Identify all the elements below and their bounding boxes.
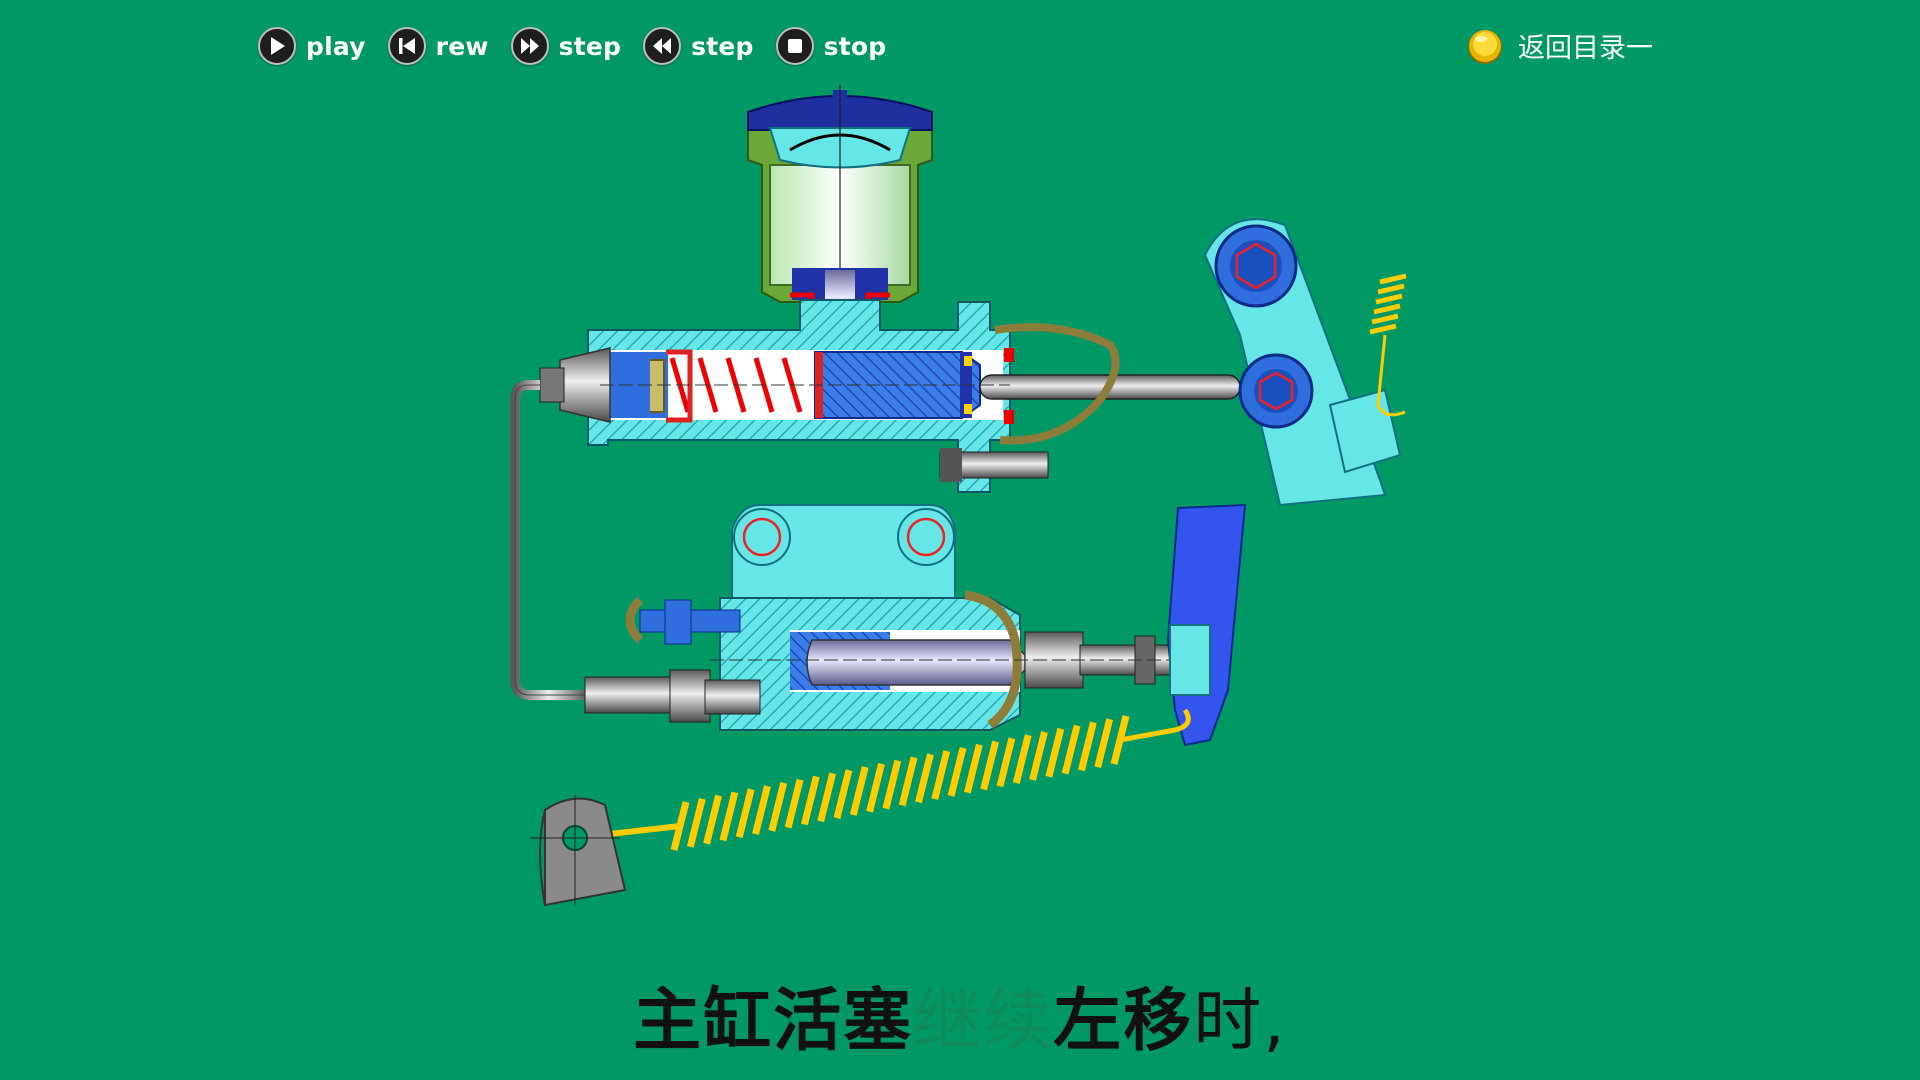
spring-coil bbox=[980, 740, 1000, 791]
spring-anchor bbox=[530, 795, 627, 907]
step-back-button[interactable]: step bbox=[643, 27, 753, 65]
spring-coil bbox=[752, 785, 771, 835]
step-forward-label: step bbox=[558, 31, 622, 61]
master-cylinder bbox=[539, 299, 1241, 493]
spring-coil bbox=[686, 797, 706, 848]
spring-coil bbox=[1012, 734, 1032, 784]
spring-coil bbox=[1061, 724, 1081, 775]
spring-coil bbox=[947, 747, 967, 797]
play-label: play bbox=[306, 31, 366, 61]
stop-label: stop bbox=[823, 31, 887, 61]
spring-coil bbox=[1094, 718, 1114, 769]
spring-coil bbox=[898, 756, 918, 807]
spring-coil bbox=[719, 791, 739, 842]
release-fork bbox=[1166, 503, 1247, 747]
spring-coil bbox=[1078, 721, 1097, 772]
narration-caption: 主缸活塞继续左移时, bbox=[0, 965, 1920, 1064]
spring-coil bbox=[882, 759, 902, 810]
spring-coil bbox=[768, 782, 788, 832]
caption-part-1: 主缸活塞 bbox=[633, 982, 914, 1061]
spring-coil bbox=[915, 753, 934, 804]
gold-button-icon bbox=[1468, 29, 1502, 64]
spring-coil bbox=[784, 778, 804, 829]
back-to-index-link[interactable]: 返回目录一 bbox=[1466, 26, 1653, 65]
spring-coil bbox=[703, 794, 722, 845]
spring-coil bbox=[1045, 727, 1065, 778]
playback-toolbar: play rew step step stop bbox=[258, 22, 886, 70]
slave-cylinder bbox=[584, 504, 1190, 731]
spring-coil bbox=[996, 737, 1016, 788]
return-spring bbox=[574, 708, 1191, 851]
play-icon bbox=[258, 27, 296, 65]
step-forward-button[interactable]: step bbox=[510, 27, 622, 65]
clutch-pedal bbox=[1203, 218, 1407, 507]
spring-coil bbox=[670, 801, 690, 851]
spring-coil bbox=[1029, 731, 1048, 781]
rewind-icon bbox=[387, 27, 426, 65]
caption-part-3: 左移 bbox=[1053, 982, 1194, 1061]
stop-icon bbox=[775, 27, 814, 65]
rewind-button[interactable]: rew bbox=[387, 27, 489, 65]
spring-coil bbox=[931, 750, 951, 800]
hydraulic-pipe bbox=[510, 380, 590, 700]
stop-button[interactable]: stop bbox=[775, 27, 887, 65]
back-to-index-label: 返回目录一 bbox=[1518, 33, 1653, 64]
play-button[interactable]: play bbox=[258, 27, 366, 65]
spring-coil bbox=[866, 762, 885, 813]
caption-part-4: 时, bbox=[1193, 982, 1287, 1061]
caption-part-2: 继续 bbox=[913, 982, 1054, 1061]
step-back-icon bbox=[643, 27, 682, 65]
spring-coil bbox=[735, 788, 755, 839]
step-forward-icon bbox=[510, 27, 549, 65]
rewind-label: rew bbox=[435, 31, 489, 61]
spring-coil bbox=[800, 775, 820, 826]
spring-coil bbox=[849, 766, 869, 816]
step-back-label: step bbox=[691, 31, 754, 61]
spring-coil bbox=[817, 772, 837, 823]
spring-coil bbox=[833, 769, 853, 819]
spring-coil bbox=[963, 743, 983, 794]
